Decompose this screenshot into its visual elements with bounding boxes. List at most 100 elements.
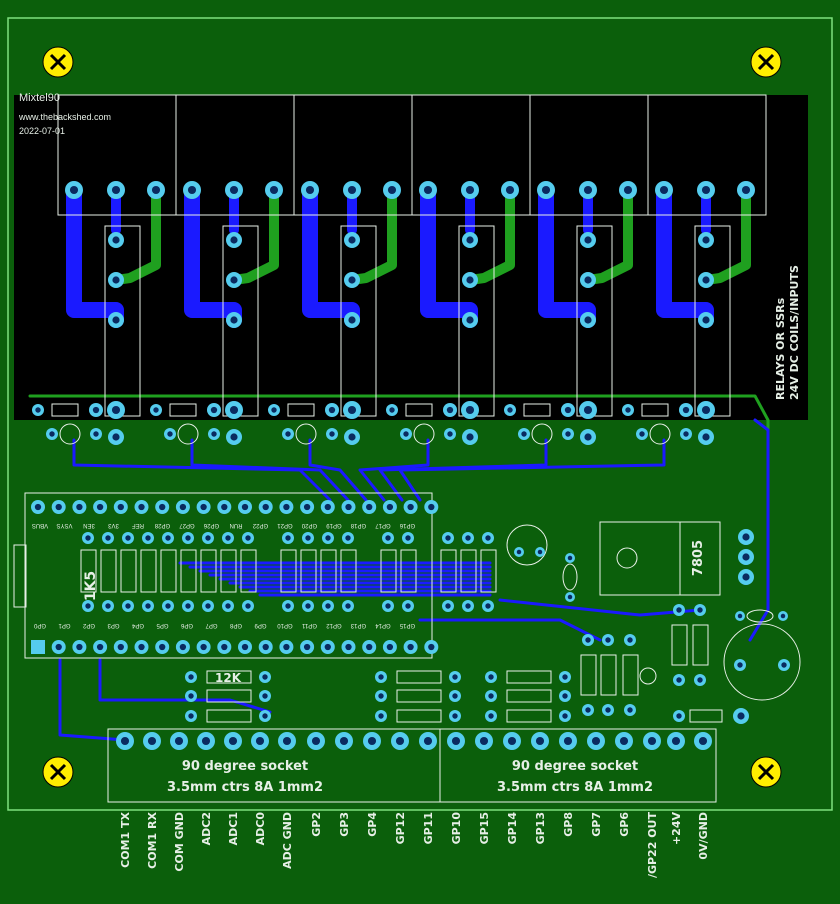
pad-hole bbox=[221, 503, 228, 511]
regulator-outline bbox=[599, 521, 721, 596]
pad-hole bbox=[659, 185, 669, 195]
pad-hole bbox=[403, 431, 409, 437]
pad-hole bbox=[230, 433, 238, 441]
pad-hole bbox=[639, 431, 645, 437]
pad-hole bbox=[567, 594, 573, 600]
pad-hole bbox=[676, 677, 682, 683]
pad-hole bbox=[466, 316, 474, 324]
terminal-label: COM GND bbox=[173, 812, 186, 872]
terminal-label: ADC GND bbox=[281, 812, 294, 869]
pad-hole bbox=[702, 236, 710, 244]
pico-pin-label: GP21 bbox=[277, 522, 293, 528]
pico-pin-label: GP6 bbox=[180, 622, 193, 628]
pad-hole bbox=[187, 185, 197, 195]
resistor-outline bbox=[506, 689, 552, 703]
pad-hole bbox=[185, 535, 191, 541]
pad-hole bbox=[348, 316, 356, 324]
pad-hole bbox=[465, 405, 475, 415]
terminal-label: GP15 bbox=[478, 812, 491, 844]
terminal-label: GP10 bbox=[450, 812, 463, 845]
resistor-outline bbox=[671, 624, 688, 666]
pad-hole bbox=[386, 643, 394, 651]
pad-hole bbox=[565, 431, 571, 437]
pico-pin-1 bbox=[31, 640, 45, 654]
pad-hole bbox=[92, 406, 100, 414]
board-website: www.thebackshed.com bbox=[18, 112, 111, 122]
pad-hole bbox=[200, 643, 207, 651]
pad-hole bbox=[347, 185, 357, 195]
pad-hole bbox=[488, 713, 494, 719]
resistor-outline bbox=[320, 549, 337, 593]
terminal-label: GP3 bbox=[338, 812, 351, 837]
pad-hole bbox=[698, 736, 708, 746]
pad-hole bbox=[562, 674, 568, 680]
pad-hole bbox=[125, 535, 131, 541]
pad-hole bbox=[145, 535, 151, 541]
mounting-hole-cross-icon bbox=[757, 53, 775, 71]
pad-hole bbox=[147, 736, 157, 746]
transistor-outline bbox=[531, 423, 553, 445]
pad-hole bbox=[283, 503, 290, 511]
mounting-hole-cross-icon bbox=[49, 53, 67, 71]
fuse-outline bbox=[562, 563, 578, 591]
pad-hole bbox=[201, 736, 211, 746]
pad-hole bbox=[466, 433, 474, 441]
pad-hole bbox=[466, 236, 474, 244]
socket-right-spec: 3.5mm ctrs 8A 1mm2 bbox=[497, 780, 653, 795]
pad-hole bbox=[112, 236, 120, 244]
pad-hole bbox=[165, 535, 171, 541]
pad-hole bbox=[76, 643, 83, 651]
pad-hole bbox=[285, 535, 291, 541]
pico-pin-label: 3V3 bbox=[108, 522, 119, 528]
pad-hole bbox=[151, 185, 161, 195]
resistor-outline bbox=[692, 624, 709, 666]
resistor-outline bbox=[600, 654, 617, 696]
terminal-label: /GP22 OUT bbox=[646, 812, 659, 879]
pad-hole bbox=[225, 603, 231, 609]
pad-hole bbox=[583, 405, 593, 415]
pad-hole bbox=[105, 535, 111, 541]
pad-hole bbox=[488, 693, 494, 699]
resistor-outline bbox=[206, 709, 252, 723]
pad-hole bbox=[445, 535, 451, 541]
pad-hole bbox=[584, 316, 592, 324]
pico-pin-label: GP0 bbox=[33, 622, 46, 628]
transistor-outline bbox=[177, 423, 199, 445]
pad-hole bbox=[737, 712, 745, 720]
pad-hole bbox=[647, 736, 657, 746]
pico-pin-label: GP5 bbox=[156, 622, 169, 628]
resistor-outline bbox=[160, 549, 177, 593]
pad-hole bbox=[324, 643, 331, 651]
pad-hole bbox=[742, 553, 750, 561]
pad-hole bbox=[285, 431, 291, 437]
side-label-line1: RELAYS OR SSRs bbox=[774, 297, 787, 400]
pico-usb-outline bbox=[13, 544, 27, 608]
pad-hole bbox=[69, 185, 79, 195]
pad-hole bbox=[452, 693, 458, 699]
pico-pin-label: GP3 bbox=[107, 622, 120, 628]
pad-hole bbox=[255, 736, 265, 746]
signal-trace bbox=[358, 438, 430, 502]
pad-hole bbox=[305, 603, 311, 609]
pad-hole bbox=[466, 276, 474, 284]
pad-hole bbox=[583, 185, 593, 195]
pico-pin-label: GP7 bbox=[205, 622, 218, 628]
pad-hole bbox=[305, 535, 311, 541]
pad-hole bbox=[111, 185, 121, 195]
pad-hole bbox=[507, 736, 517, 746]
pad-hole bbox=[619, 736, 629, 746]
resistor-12k-label: 12K bbox=[215, 671, 242, 685]
terminal-label: 0V/GND bbox=[697, 812, 710, 860]
resistor-outline bbox=[340, 549, 357, 593]
pad-hole bbox=[345, 603, 351, 609]
resistor-outline bbox=[622, 654, 639, 696]
pico-outline bbox=[24, 492, 433, 659]
pad-hole bbox=[428, 503, 435, 511]
pad-hole bbox=[188, 693, 194, 699]
resistor-outline bbox=[206, 670, 252, 684]
board-date: 2022-07-01 bbox=[19, 126, 65, 136]
diode-outline bbox=[405, 403, 433, 417]
pad-hole bbox=[584, 433, 592, 441]
resistor-outline bbox=[400, 549, 417, 593]
